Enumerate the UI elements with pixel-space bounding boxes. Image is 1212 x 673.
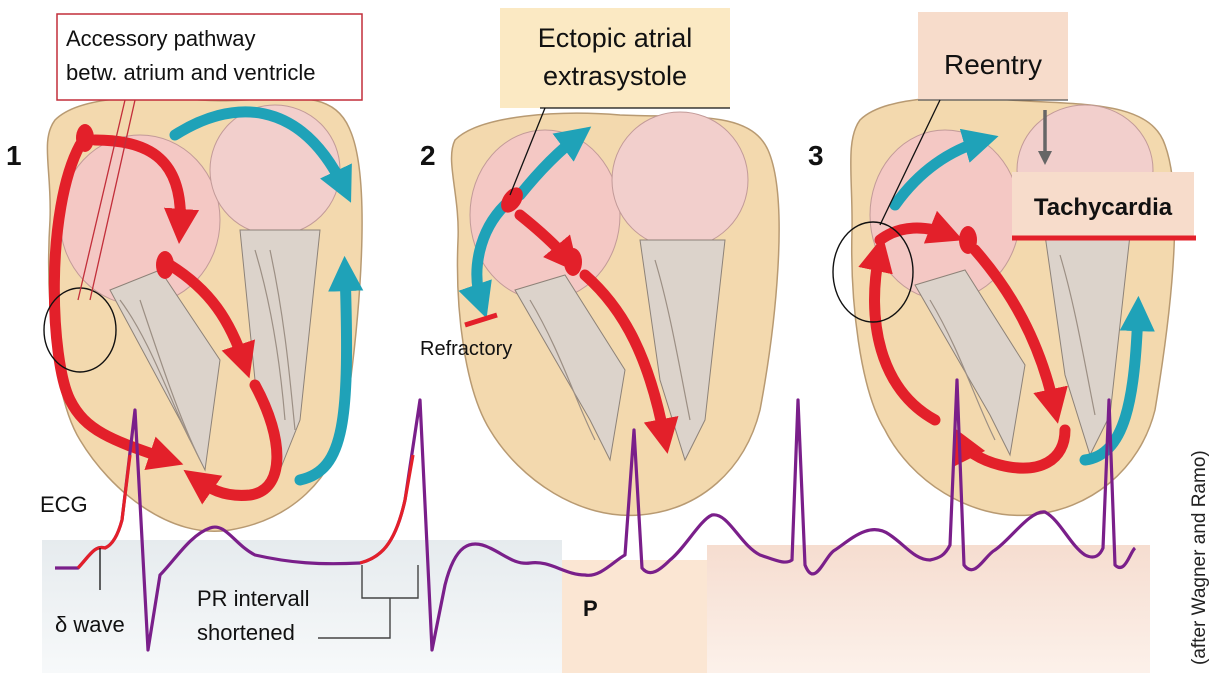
callout-ectopic-line-2: extrasystole [543,61,687,91]
heart-2-right-atrium [612,112,748,248]
pr-interval-label-line-1: PR intervall [197,586,309,611]
delta-wave-label: δ wave [55,612,125,637]
red-ectopic-focus-1a [76,124,94,152]
heart-1-right-atrium [210,105,340,235]
panel-number-3: 3 [808,140,824,171]
red-ectopic-focus-3 [959,226,977,254]
credit-label: (after Wagner and Ramo) [1189,450,1210,665]
callout-accessory-pathway-line-2: betw. atrium and ventricle [66,60,315,85]
callout-ectopic-line-1: Ectopic atrial [538,23,693,53]
heart-1 [47,97,362,531]
tachycardia-text: Tachycardia [1034,194,1173,221]
tachycardia-label-group: Tachycardia [1012,172,1196,238]
red-ectopic-focus-1b [156,251,174,279]
panel-number-2: 2 [420,140,436,171]
ecg-label: ECG [40,492,88,517]
callout-accessory-pathway-line-1: Accessory pathway [66,26,256,51]
refractory-label: Refractory [420,338,512,360]
red-ectopic-focus-2b [564,248,582,276]
pr-interval-label-line-2: shortened [197,620,295,645]
ecg-background-panel-3 [707,545,1150,673]
panel-number-1: 1 [6,140,22,171]
p-wave-label: P [583,596,598,621]
callout-reentry-text: Reentry [944,49,1042,80]
